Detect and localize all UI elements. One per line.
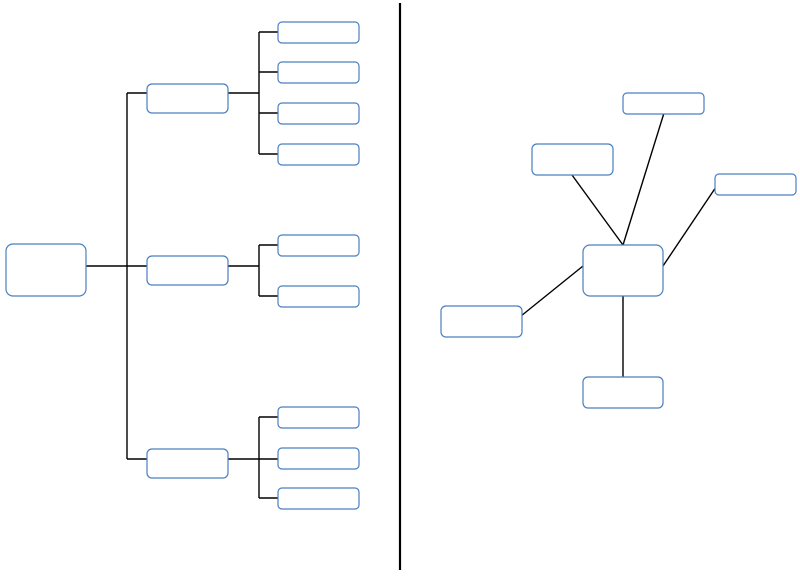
- tree-leaf-node-1-3: [277, 102, 360, 125]
- hub-node: [582, 244, 664, 297]
- spoke-connectors: [520, 112, 717, 377]
- connector-hub-right: [662, 186, 717, 267]
- tree-root-node: [5, 243, 87, 297]
- connector-hub-left: [520, 265, 584, 317]
- hub-spoke-diagram: [440, 92, 797, 409]
- tree-connectors: [86, 31, 278, 499]
- tree-leaf-node-3-2: [277, 447, 360, 470]
- connector-hub-top-left: [571, 174, 624, 246]
- tree-branch-node-1: [146, 83, 229, 114]
- tree-leaf-node-1-1: [277, 21, 360, 44]
- tree-leaf-node-1-4: [277, 143, 360, 166]
- spoke-node-top-left: [531, 143, 614, 176]
- tree-leaf-node-2-1: [277, 234, 360, 257]
- spoke-node-right: [714, 173, 797, 196]
- spoke-node-top: [622, 92, 705, 115]
- tree-leaf-node-2-2: [277, 285, 360, 308]
- spoke-node-left: [440, 305, 523, 338]
- connector-hub-top: [622, 112, 665, 246]
- tree-leaf-node-3-1: [277, 406, 360, 429]
- tree-leaf-node-1-2: [277, 61, 360, 84]
- spoke-node-bottom: [582, 376, 664, 409]
- tree-leaf-node-3-3: [277, 487, 360, 510]
- tree-branch-node-2: [146, 255, 229, 286]
- tree-branch-node-3: [146, 448, 229, 479]
- tree-diagram: [5, 21, 360, 510]
